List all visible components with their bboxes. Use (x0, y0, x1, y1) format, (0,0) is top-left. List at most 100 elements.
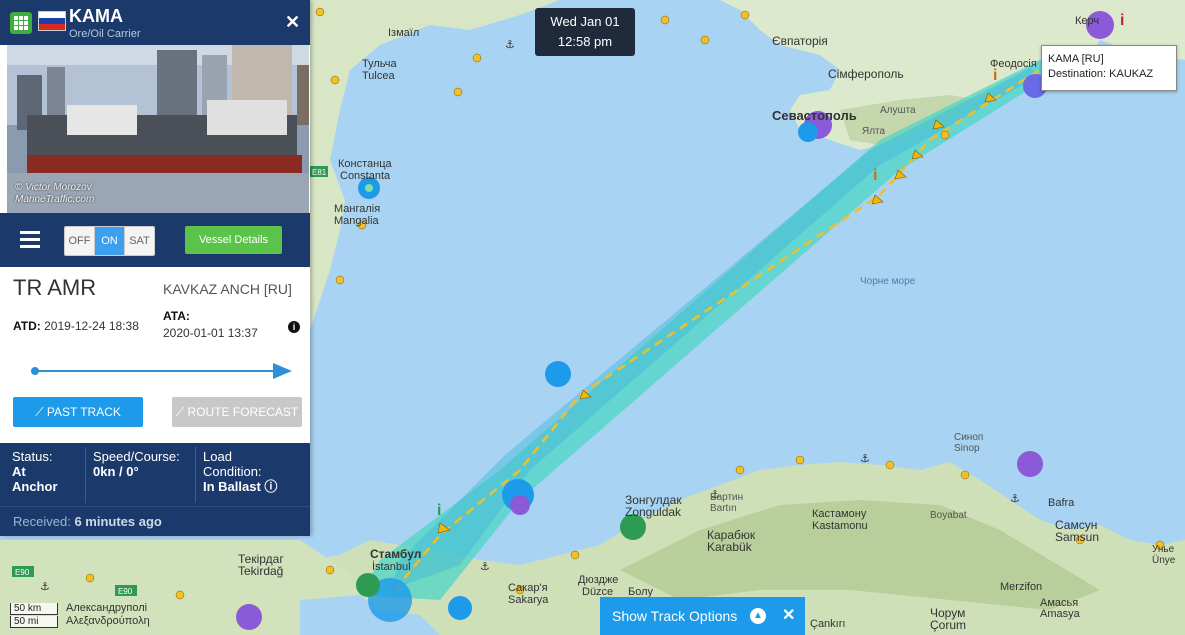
label-evpatoria: Євпаторія (772, 34, 828, 48)
vessel-marker (545, 361, 571, 387)
vessel-marker (1017, 451, 1043, 477)
track-corridor-inner (390, 68, 1040, 590)
info-icon[interactable]: ⓘ (264, 479, 278, 494)
label-constanta: Constanta (340, 170, 391, 182)
voyage-progress-bar (31, 363, 292, 379)
road-e81: E81 (312, 168, 327, 177)
departure-port[interactable]: TR AMR (13, 275, 97, 300)
label-kastamonu-cyr: Кастамону (812, 508, 867, 520)
atd: ATD: 2019-12-24 18:38 (13, 319, 139, 333)
label-yalta: Ялта (862, 126, 886, 137)
boat-icons (85, 7, 1165, 600)
label-sinop: Sinop (954, 443, 980, 454)
label-kerch: Керч (1075, 15, 1099, 27)
panel-header: KAMA Ore/Oil Carrier ✕ (0, 0, 310, 45)
label-sinop-cyr: Синоп (954, 432, 983, 443)
label-alushta: Алушта (880, 105, 916, 116)
label-konstanta: Констанца (338, 158, 393, 170)
sea-marmara (300, 595, 440, 635)
apps-grid-icon[interactable] (10, 12, 32, 34)
label-bolu-cyr: Болу (628, 586, 654, 598)
svg-text:⚓: ⚓ (480, 560, 490, 573)
label-tekirdag-cyr: Текірдаг (238, 552, 284, 566)
toggle-off[interactable]: OFF (65, 227, 95, 255)
vessel-type: Ore/Oil Carrier (69, 28, 141, 40)
svg-text:i: i (1120, 12, 1124, 29)
label-corum: Çorum (930, 618, 966, 632)
label-bartin: Bartın (710, 503, 737, 514)
status-col: Status: At Anchor (12, 449, 58, 494)
label-amasya-cyr: Амасья (1040, 597, 1078, 609)
svg-text:⚓: ⚓ (505, 38, 515, 51)
land-thrace (0, 540, 360, 635)
svg-text:⚓: ⚓ (860, 452, 870, 465)
destination-port[interactable]: KAVKAZ ANCH [RU] (163, 281, 292, 297)
land-crimea (720, 0, 1185, 150)
time-clock: 12:58 pm (557, 34, 613, 49)
track-icon: ⟋ (35, 405, 47, 419)
label-merzifon: Merzifon (1000, 581, 1042, 593)
close-icon[interactable]: ✕ (782, 607, 796, 624)
label-kastamonu: Kastamonu (812, 520, 868, 532)
close-icon[interactable]: ✕ (285, 12, 301, 32)
label-alexandroupoli-cyr: Александруполі (66, 602, 147, 614)
load-col: Load Condition: In Ballast ⓘ (203, 449, 278, 494)
land-west (300, 0, 560, 330)
vessel-photo: © Victor Morozov MarineTraffic.com (7, 45, 309, 213)
panel-toolbar: OFF ON SAT Vessel Details (0, 213, 310, 267)
vessel-marker (1086, 11, 1114, 39)
arrow-right-icon (273, 363, 292, 379)
label-tulcha: Тульча (362, 58, 398, 70)
vessel-marker (356, 573, 380, 597)
label-zonguldak-cyr: Зонгулдак (625, 493, 682, 507)
toggle-sat[interactable]: SAT (125, 227, 154, 255)
status-section: Status: At Anchor Speed/Course: 0kn / 0°… (0, 443, 310, 506)
label-feodosia: Феодосія (990, 58, 1037, 70)
label-tekirdag: Tekirdağ (238, 564, 283, 578)
menu-icon[interactable] (20, 231, 40, 249)
label-mangalia: Mangalia (334, 215, 380, 227)
label-karabuk: Karabük (707, 540, 753, 554)
label-bafra: Bafra (1048, 497, 1075, 509)
svg-text:i: i (873, 167, 877, 184)
track-options-bar[interactable]: Show Track Options ▲ ✕ (600, 597, 805, 635)
label-samsun: Samsun (1055, 530, 1099, 544)
track-arrows (437, 92, 997, 534)
vessel-name: KAMA (69, 6, 123, 26)
label-boyabat: Boyabat (930, 510, 967, 521)
vessel-details-button[interactable]: Vessel Details (185, 226, 282, 254)
time-date: Wed Jan 01 (550, 14, 620, 29)
layer-toggle: OFF ON SAT (64, 226, 155, 256)
land-turkey-mtn (620, 500, 1100, 610)
chevron-up-icon[interactable]: ▲ (750, 608, 766, 624)
label-amasya: Amasya (1040, 608, 1081, 620)
track-options-label[interactable]: Show Track Options (612, 608, 738, 624)
label-duzce: Düzce (582, 586, 613, 598)
vessel-tooltip: KAMA [RU] Destination: KAUKAZ (1041, 45, 1177, 91)
past-track-button[interactable]: ⟋ PAST TRACK (13, 397, 143, 427)
vessel-marker (448, 596, 472, 620)
label-istanbul: İstanbul (372, 560, 411, 573)
photo-credit: © Victor Morozov MarineTraffic.com (15, 182, 95, 205)
label-sakarya-cyr: Сакар'я (508, 582, 548, 594)
svg-text:⚓: ⚓ (710, 488, 720, 501)
label-unye: Ünye (1152, 554, 1176, 566)
svg-text:i: i (437, 502, 441, 519)
toggle-on[interactable]: ON (95, 227, 125, 255)
speed-col: Speed/Course: 0kn / 0° (93, 449, 180, 479)
label-izmail: Ізмаїл (388, 27, 419, 39)
label-duzce-cyr: Дюздже (578, 574, 618, 586)
svg-text:⚓: ⚓ (1010, 492, 1020, 505)
route-forecast-button[interactable]: ⟋ ROUTE FORECAST (172, 397, 302, 427)
svg-text:i: i (993, 67, 997, 84)
route-section: TR AMR KAVKAZ ANCH [RU] ATD: 2019-12-24 … (0, 267, 310, 437)
label-tulcea: Tulcea (362, 70, 395, 82)
label-alexandroupoli: Αλεξανδρούπολη (66, 615, 150, 627)
map-scale: 50 km 50 mi (10, 603, 58, 629)
info-icon[interactable]: i (288, 321, 300, 333)
label-unye-cyr: Унье (1152, 544, 1175, 555)
label-istanbul-cyr: Стамбул (370, 547, 421, 561)
label-corum-cyr: Чорум (930, 606, 965, 620)
label-sevastopol: Севастополь (772, 108, 857, 123)
track-corridor (360, 60, 1060, 600)
